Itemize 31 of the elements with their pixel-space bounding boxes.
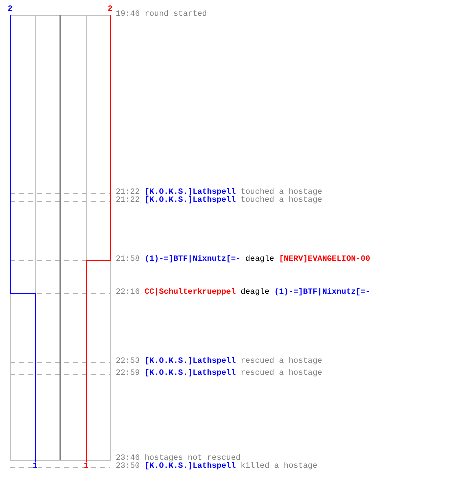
- team-count: 2: [8, 6, 13, 14]
- log-text: touched a hostage: [240, 188, 322, 197]
- log-text: 21:58: [116, 255, 140, 264]
- log-text: 23:50: [116, 462, 140, 471]
- player-name: [K.O.K.S.]Lathspell: [144, 462, 236, 471]
- team-count: 1: [84, 463, 89, 471]
- player-name: [K.O.K.S.]Lathspell: [144, 188, 236, 197]
- weapon-name: deagle: [246, 255, 274, 264]
- log-text: touched a hostage: [240, 196, 322, 205]
- player-name: (1)-=]BTF|Nixnutz[=-: [144, 255, 241, 264]
- log-text: 22:59: [116, 369, 140, 378]
- log-text: 22:53: [116, 357, 140, 366]
- log-text: 21:22: [116, 196, 140, 205]
- log-text: 22:16: [116, 288, 140, 297]
- team-count: 1: [33, 463, 38, 471]
- player-name: [NERV]EVANGELION-00: [279, 255, 370, 264]
- weapon-name: deagle: [240, 288, 270, 297]
- player-name: [K.O.K.S.]Lathspell: [144, 196, 236, 205]
- log-text: 21:22: [116, 188, 140, 197]
- player-name: (1)-=]BTF|Nixnutz[=-: [274, 288, 370, 297]
- log-text: killed a hostage: [240, 462, 318, 471]
- log-text: 19:46: [116, 10, 140, 19]
- log-text: rescued a hostage: [240, 369, 322, 378]
- team-count: 2: [108, 6, 113, 14]
- player-name: [K.O.K.S.]Lathspell: [144, 369, 236, 378]
- log-text: round started: [144, 10, 208, 19]
- player-name: [K.O.K.S.]Lathspell: [144, 357, 236, 366]
- log-text: rescued a hostage: [240, 357, 322, 366]
- log-text: hostages not rescued: [144, 454, 241, 463]
- log-text: 23:46: [116, 454, 140, 463]
- player-name: CC|Schulterkrueppel: [144, 288, 236, 297]
